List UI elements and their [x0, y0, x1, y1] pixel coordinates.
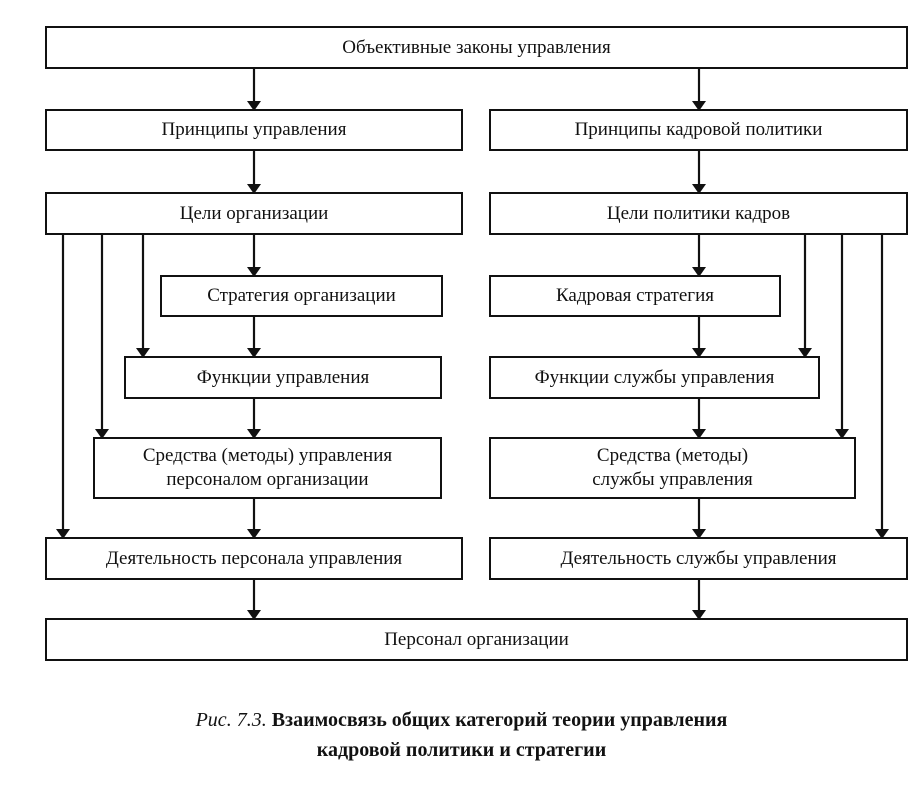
node-management-functions: Функции управления: [124, 356, 442, 399]
node-organization-strategy: Стратегия организации: [160, 275, 443, 317]
node-label: Кадровая стратегия: [555, 285, 714, 306]
node-label: Функции службы управления: [534, 366, 775, 388]
caption-title-line2: кадровой политики и стратегии: [316, 739, 607, 761]
node-label-line2: персоналом организации: [166, 469, 369, 490]
caption-title-line1: Взаимосвязь общих категорий теории управ…: [271, 709, 728, 731]
figure-caption: Рис. 7.3. Взаимосвязь общих категорий те…: [0, 705, 923, 765]
node-label-line1: Средства (методы) управления: [142, 445, 393, 466]
node-label-line2: службы управления: [592, 469, 753, 490]
node-label: Деятельность службы управления: [560, 547, 837, 569]
node-label: Принципы управления: [161, 119, 347, 140]
figure-number: Рис. 7.3.: [195, 709, 267, 731]
node-management-principles: Принципы управления: [45, 109, 463, 151]
node-objective-laws-label: Объективные законы управления: [342, 36, 611, 58]
node-organization-personnel-label: Персонал организации: [384, 628, 569, 650]
node-hr-policy-principles: Принципы кадровой политики: [489, 109, 908, 151]
node-label: Деятельность персонала управления: [105, 547, 403, 569]
node-objective-laws: Объективные законы управления: [45, 26, 908, 69]
node-label: Функции управления: [196, 366, 370, 388]
caption-line2: кадровой политики и стратегии: [0, 735, 923, 765]
node-label: Цели организации: [179, 202, 329, 224]
node-service-means: Средства (методы) службы управления: [489, 437, 856, 499]
node-service-activity: Деятельность службы управления: [489, 537, 908, 580]
node-service-functions: Функции службы управления: [489, 356, 820, 399]
node-label: Стратегия организации: [207, 285, 396, 306]
node-organization-goals: Цели организации: [45, 192, 463, 235]
node-management-personnel-activity: Деятельность персонала управления: [45, 537, 463, 580]
node-organization-personnel: Персонал организации: [45, 618, 908, 661]
node-management-means: Средства (методы) управления персоналом …: [93, 437, 442, 499]
node-label: Цели политики кадров: [606, 202, 791, 224]
caption-line1: Рис. 7.3. Взаимосвязь общих категорий те…: [0, 705, 923, 735]
node-label: Принципы кадровой политики: [574, 119, 823, 140]
node-hr-policy-goals: Цели политики кадров: [489, 192, 908, 235]
node-hr-strategy: Кадровая стратегия: [489, 275, 781, 317]
node-label-line1: Средства (методы): [596, 445, 749, 466]
